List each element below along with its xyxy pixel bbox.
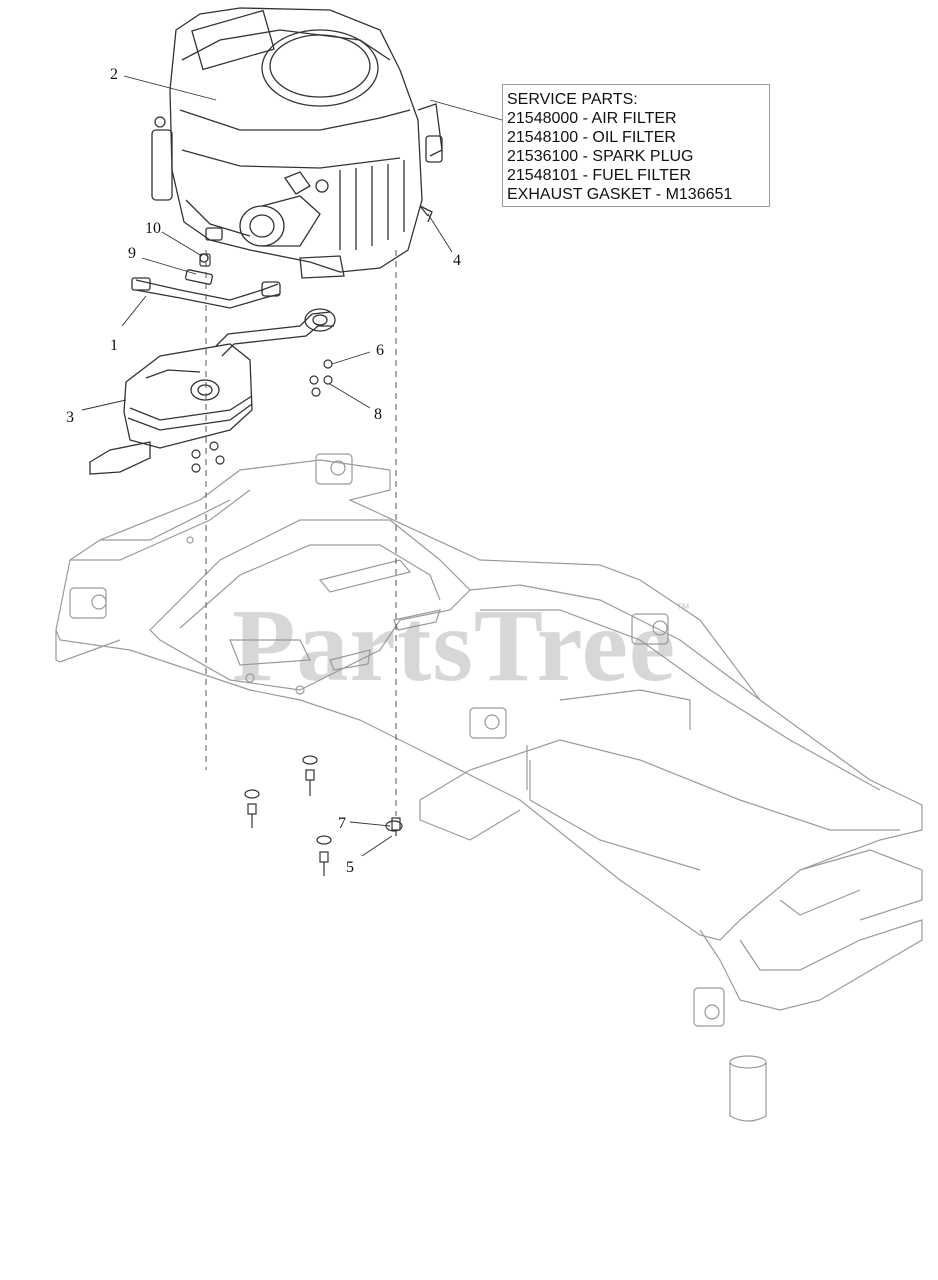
callout-8: 8 — [374, 406, 382, 423]
engine — [151, 7, 443, 279]
alignment-lines — [205, 250, 397, 816]
service-part-air-filter: 21548000 - AIR FILTER — [507, 110, 677, 127]
mower-frame — [55, 453, 923, 1122]
hardware — [191, 205, 429, 876]
callout-7: 7 — [338, 815, 346, 832]
trademark-symbol: ™ — [676, 600, 690, 616]
leader-lines — [81, 75, 503, 857]
watermark: PartsTree — [232, 588, 677, 703]
service-part-exhaust-gasket: EXHAUST GASKET - M136651 — [507, 186, 733, 203]
callout-2: 2 — [110, 66, 118, 83]
service-part-fuel-filter: 21548101 - FUEL FILTER — [507, 167, 692, 184]
callout-6: 6 — [376, 342, 384, 359]
fuel-line — [131, 269, 281, 309]
callout-9: 9 — [128, 245, 136, 262]
service-part-spark-plug: 21536100 - SPARK PLUG — [507, 148, 694, 165]
callout-5: 5 — [346, 859, 354, 876]
exhaust-pipe — [215, 308, 336, 357]
callout-4: 4 — [453, 252, 461, 269]
service-parts-box: SERVICE PARTS: 21548000 - AIR FILTER 215… — [502, 84, 770, 207]
service-part-oil-filter: 21548100 - OIL FILTER — [507, 129, 676, 146]
callout-1: 1 — [110, 337, 118, 354]
callout-3: 3 — [66, 409, 74, 426]
muffler — [89, 343, 253, 475]
service-parts-heading: SERVICE PARTS: — [507, 91, 638, 108]
callout-10: 10 — [145, 220, 161, 237]
